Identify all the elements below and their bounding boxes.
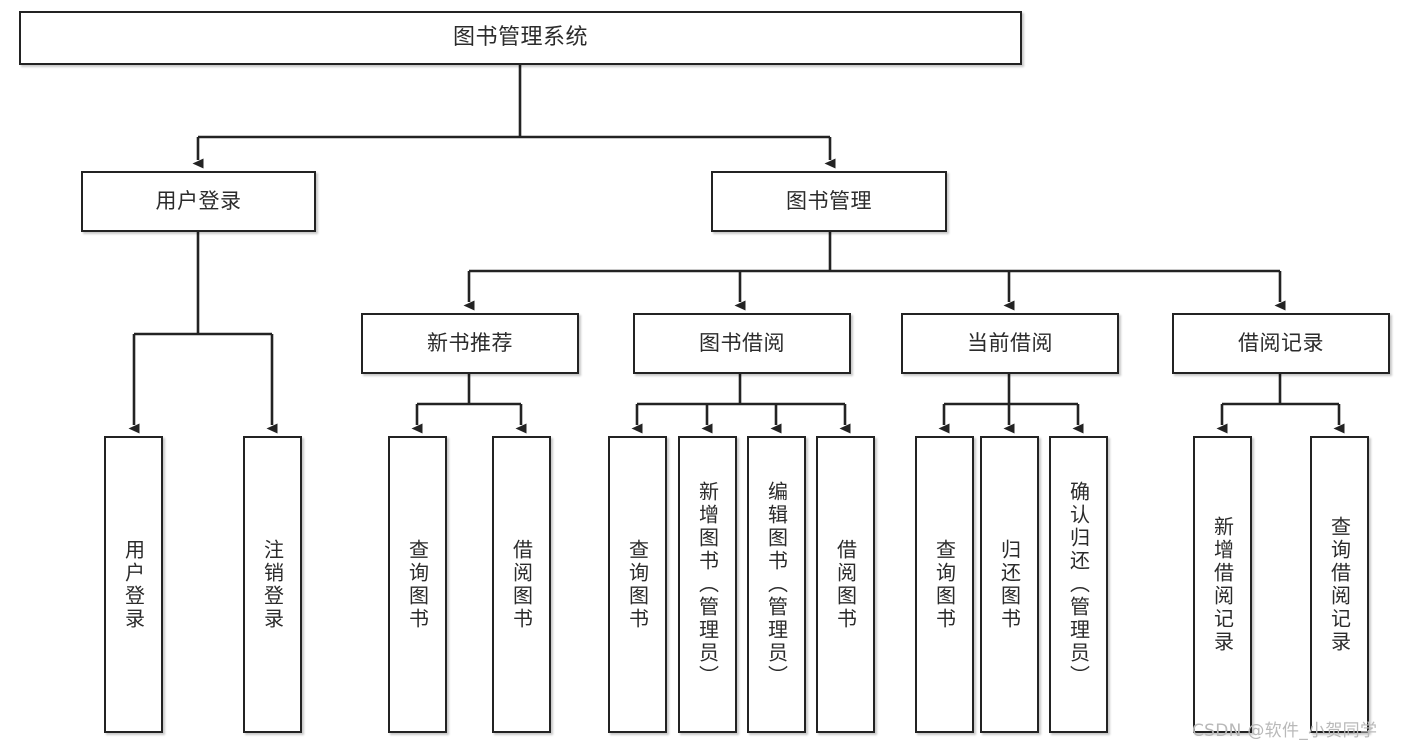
node-label: 归还图书 [997,538,1022,631]
node-label: 借阅记录 [1238,330,1324,355]
node-label: 用户登录 [121,538,146,631]
node-leaf-query-book-3[interactable]: 查询图书 [915,436,974,733]
node-label: 新增图书（管理员） [695,481,720,688]
node-label: 当前借阅 [967,330,1053,355]
node-label: 确认归还（管理员） [1066,481,1091,688]
node-new-book-recommend[interactable]: 新书推荐 [361,313,579,374]
node-leaf-edit-book[interactable]: 编辑图书（管理员） [747,436,806,733]
node-label: 查询借阅记录 [1327,515,1352,654]
node-leaf-borrow-book-2[interactable]: 借阅图书 [816,436,875,733]
node-label: 新书推荐 [427,330,513,355]
node-label: 借阅图书 [833,538,858,631]
node-leaf-confirm-return[interactable]: 确认归还（管理员） [1049,436,1108,733]
node-label: 查询图书 [625,538,650,631]
node-label: 编辑图书（管理员） [764,481,789,688]
node-leaf-add-book[interactable]: 新增图书（管理员） [678,436,737,733]
node-label: 图书借阅 [699,330,785,355]
node-label: 借阅图书 [509,538,534,631]
node-label: 注销登录 [260,538,285,631]
node-label: 用户登录 [155,188,242,213]
node-book-manage[interactable]: 图书管理 [711,171,947,232]
node-label: 新增借阅记录 [1210,515,1235,654]
node-label: 图书管理 [786,188,872,213]
node-leaf-return-book[interactable]: 归还图书 [980,436,1039,733]
csdn-watermark: CSDN @软件_小贺同学 [1192,721,1378,741]
node-label: 查询图书 [932,538,957,631]
node-borrow-record[interactable]: 借阅记录 [1172,313,1390,374]
node-leaf-borrow-book-1[interactable]: 借阅图书 [492,436,551,733]
node-leaf-query-book-2[interactable]: 查询图书 [608,436,667,733]
node-leaf-query-record[interactable]: 查询借阅记录 [1310,436,1369,733]
node-label: 查询图书 [405,538,430,631]
node-book-borrow[interactable]: 图书借阅 [633,313,851,374]
node-leaf-user-logout[interactable]: 注销登录 [243,436,302,733]
node-current-borrow[interactable]: 当前借阅 [901,313,1119,374]
node-leaf-user-login[interactable]: 用户登录 [104,436,163,733]
node-root-system[interactable]: 图书管理系统 [19,11,1022,65]
node-user-login[interactable]: 用户登录 [81,171,316,232]
node-leaf-add-record[interactable]: 新增借阅记录 [1193,436,1252,733]
node-leaf-query-book-1[interactable]: 查询图书 [388,436,447,733]
node-label: 图书管理系统 [452,24,588,50]
